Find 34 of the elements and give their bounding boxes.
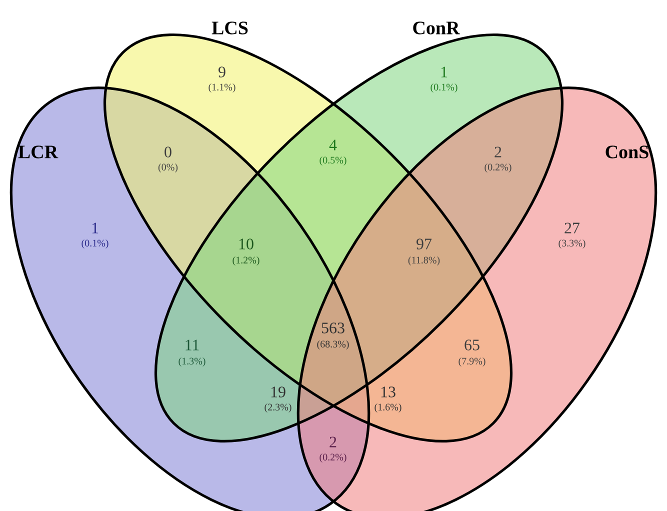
region-count: 13: [381, 386, 396, 398]
set-name: LCS: [212, 22, 248, 34]
set-name: ConS: [606, 146, 648, 158]
region-count: 1: [441, 66, 448, 78]
region-percent: (1.3%): [178, 357, 206, 367]
region-percent: (1.6%): [374, 403, 402, 413]
region-percent: (0%): [158, 163, 178, 173]
region-percent: (0.5%): [320, 156, 346, 166]
set-name: LCR: [18, 146, 58, 158]
region-count: 2: [494, 146, 502, 158]
region-count: 1: [92, 222, 98, 234]
region-percent: (3.3%): [558, 239, 586, 249]
region-count: 2: [330, 436, 336, 448]
region-percent: (68.3%): [317, 340, 349, 350]
region-count: 65: [464, 340, 480, 350]
region-count: 0: [164, 146, 172, 158]
region-count: 11: [186, 340, 199, 350]
region-count: 10: [239, 238, 254, 250]
region-count: 4: [329, 140, 337, 150]
region-percent: (2.3%): [264, 403, 292, 413]
region-percent: (1.2%): [232, 256, 260, 266]
region-percent: (11.8%): [408, 256, 440, 266]
region-percent: (0.1%): [82, 239, 108, 249]
region-count: 563: [322, 322, 344, 334]
region-percent: (0.2%): [484, 163, 512, 173]
region-count: 97: [416, 238, 432, 250]
region-percent: (0.1%): [430, 83, 458, 93]
set-name: ConR: [413, 22, 460, 34]
region-count: 27: [564, 222, 580, 234]
region-percent: (7.9%): [458, 357, 486, 367]
region-percent: (1.1%): [208, 83, 236, 93]
region-count: 9: [218, 66, 226, 78]
region-percent: (0.2%): [320, 453, 346, 463]
region-count: 19: [271, 386, 286, 398]
